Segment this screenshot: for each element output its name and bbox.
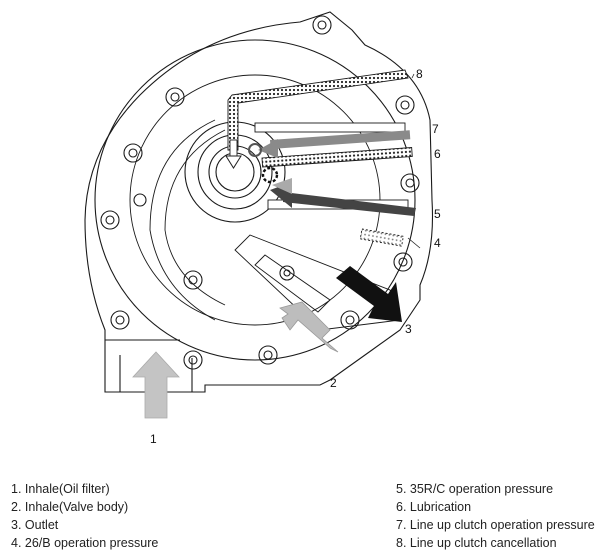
- passage-line-up-cancellation: [227, 69, 409, 151]
- legend-item-3: 3. Outlet: [11, 518, 59, 532]
- bolt-hole: [340, 310, 360, 330]
- arrow-small-grey: [272, 178, 292, 194]
- oil-pump-cover-diagram: 1 2 3 4 5 6 7 8: [84, 11, 441, 446]
- legend-item-1: 1. Inhale(Oil filter): [11, 482, 110, 496]
- bolt-hole: [393, 252, 413, 272]
- bolt-hole: [183, 270, 203, 290]
- bolt-hole: [133, 193, 147, 207]
- legend-item-7: 7. Line up clutch operation pressure: [396, 518, 595, 532]
- legend-item-4: 4. 26/B operation pressure: [11, 536, 159, 550]
- flow-arrows: [132, 130, 416, 419]
- callout-3: 3: [405, 322, 412, 336]
- callout-8: 8: [416, 67, 423, 81]
- callout-7: 7: [432, 122, 439, 136]
- outer-ring: [94, 39, 416, 361]
- bolt-hole: [400, 173, 420, 193]
- callout-4: 4: [434, 236, 441, 250]
- arrow-inhale-oil-filter: [132, 351, 180, 419]
- leader-lines: [407, 73, 421, 249]
- passage-lubrication: [261, 147, 413, 168]
- arrow-down-cancellation: [225, 139, 242, 169]
- legend-item-5: 5. 35R/C operation pressure: [396, 482, 554, 496]
- lubrication-port-icon: [261, 166, 279, 184]
- legend-item-8: 8. Line up clutch cancellation: [396, 536, 557, 550]
- callout-5: 5: [434, 207, 441, 221]
- bolt-holes: [100, 15, 420, 370]
- bolt-hole: [312, 15, 332, 35]
- bolt-hole: [279, 265, 295, 281]
- passage-26b-pressure: [359, 228, 404, 247]
- arrow-outlet: [336, 266, 402, 322]
- callout-1: 1: [150, 432, 157, 446]
- legend-item-2: 2. Inhale(Valve body): [11, 500, 129, 514]
- bolt-hole: [110, 310, 130, 330]
- bolt-hole: [123, 143, 143, 163]
- bolt-hole: [183, 350, 203, 370]
- housing-outline: [84, 11, 434, 393]
- bolt-hole: [258, 345, 278, 365]
- arrow-line-up-clutch: [248, 130, 411, 158]
- callout-2: 2: [330, 376, 337, 390]
- bolt-hole: [100, 210, 120, 230]
- bolt-hole: [395, 95, 415, 115]
- callout-6: 6: [434, 147, 441, 161]
- bolt-hole: [165, 87, 185, 107]
- arrow-inhale-valve-body: [279, 301, 339, 353]
- legend-item-6: 6. Lubrication: [396, 500, 472, 514]
